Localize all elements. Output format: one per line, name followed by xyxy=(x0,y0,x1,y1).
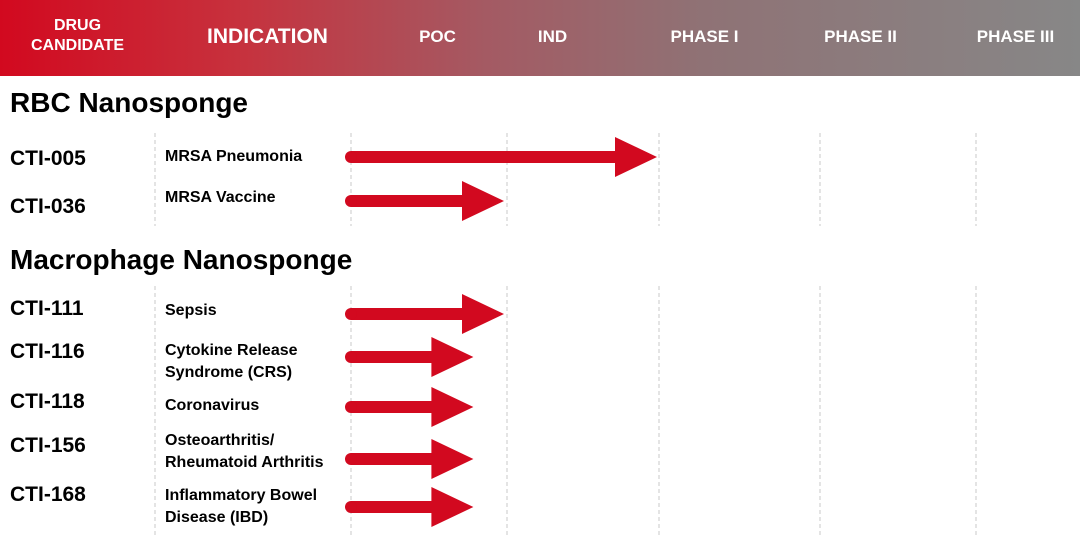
header-drug-candidate: DRUG CANDIDATE xyxy=(30,17,125,54)
indication-cti-118: Coronavirus xyxy=(165,397,260,414)
progress-arrow-cti-168 xyxy=(351,487,474,527)
pipeline-header: DRUG CANDIDATE INDICATION POC IND PHASE … xyxy=(0,0,1080,76)
progress-arrow-cti-111 xyxy=(351,294,504,334)
candidate-cti-036: CTI-036 xyxy=(10,195,86,218)
header-poc: POC xyxy=(419,26,456,46)
progress-arrow-cap-cti-036 xyxy=(345,195,357,207)
indication-cti-116: Cytokine Release Syndrome (CRS) xyxy=(165,342,298,381)
candidate-cti-116: CTI-116 xyxy=(10,340,85,363)
section-title-rbc: RBC Nanosponge xyxy=(10,87,248,118)
progress-arrow-cap-cti-111 xyxy=(345,308,357,320)
candidate-cti-168: CTI-168 xyxy=(10,483,86,506)
header-indication: INDICATION xyxy=(207,24,328,48)
progress-arrow-cap-cti-116 xyxy=(345,351,357,363)
progress-arrow-cti-036 xyxy=(351,181,504,221)
progress-arrow-cap-cti-118 xyxy=(345,401,357,413)
header-ind: IND xyxy=(537,26,568,46)
indication-cti-156: Osteoarthritis/ Rheumatoid Arthritis xyxy=(165,432,324,471)
candidate-cti-111: CTI-111 xyxy=(10,297,84,320)
header-phase-2: PHASE II xyxy=(824,26,897,46)
candidate-cti-156: CTI-156 xyxy=(10,434,86,457)
progress-arrow-cap-cti-005 xyxy=(345,151,357,163)
indication-cti-168: Inflammatory Bowel Disease (IBD) xyxy=(165,487,318,526)
section-title-macrophage: Macrophage Nanosponge xyxy=(10,244,353,275)
progress-arrow-cap-cti-168 xyxy=(345,501,357,513)
progress-arrow-cti-118 xyxy=(351,387,474,427)
header-phase-1: PHASE I xyxy=(670,26,739,46)
progress-arrow-cti-005 xyxy=(351,137,657,177)
progress-arrow-cti-156 xyxy=(351,439,474,479)
progress-arrow-cap-cti-156 xyxy=(345,453,357,465)
header-phase-3: PHASE III xyxy=(976,26,1055,46)
indication-cti-036: MRSA Vaccine xyxy=(165,189,276,206)
indication-cti-005: MRSA Pneumonia xyxy=(165,148,303,165)
progress-arrow-cti-116 xyxy=(351,337,474,377)
candidate-cti-005: CTI-005 xyxy=(10,147,86,170)
candidate-cti-118: CTI-118 xyxy=(10,390,85,413)
indication-cti-111: Sepsis xyxy=(165,302,217,319)
